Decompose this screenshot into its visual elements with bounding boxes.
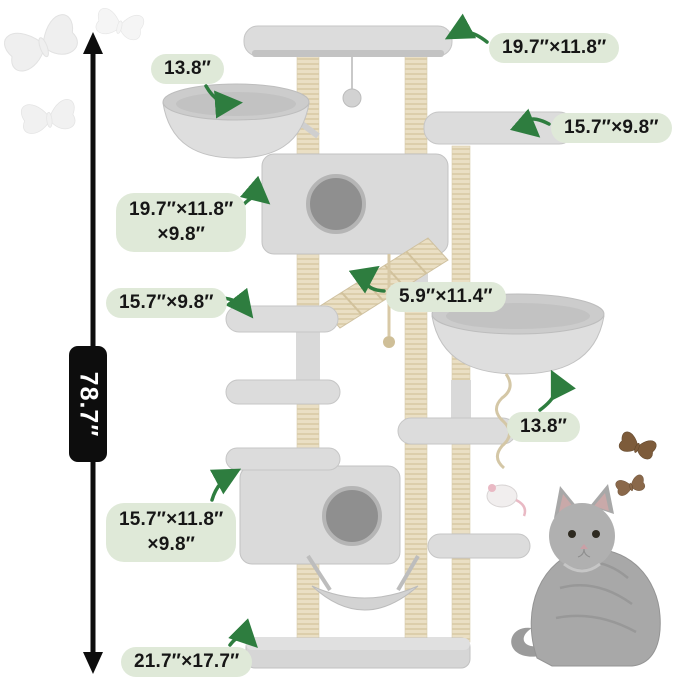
height-label: 78.7″: [69, 346, 107, 462]
dimension-label-upper-condo: 19.7″×11.8″ ×9.8″: [116, 193, 247, 253]
lower-condo: [225, 447, 401, 565]
dimension-label-lower-condo: 15.7″×11.8″ ×9.8″: [106, 503, 237, 563]
middle-platform: [225, 305, 339, 333]
dimension-label-top-platform: 19.7″×11.8″: [489, 33, 620, 63]
dimension-label-line: ×9.8″: [157, 223, 206, 245]
dimension-label-top-basket: 13.8″: [151, 54, 225, 84]
hammock: [306, 554, 420, 611]
dimension-label-line: ×9.8″: [147, 533, 196, 555]
cat-tree: [162, 25, 605, 669]
dimension-label-ramp: 5.9″×11.4″: [386, 282, 506, 312]
right-middle-platform: [397, 417, 517, 445]
butterfly-icon: [614, 429, 658, 497]
lower-right-platform: [427, 533, 531, 559]
dimension-label-lower-basket: 13.8″: [507, 412, 581, 442]
hanging-ball-toy: [342, 57, 362, 108]
right-basket: [431, 293, 605, 375]
dimension-label-base: 21.7″×17.7″: [121, 647, 253, 677]
dimension-label-line: 19.7″×11.8″: [129, 199, 234, 220]
cat-illustration: [511, 484, 661, 667]
dimension-label-line: 15.7″×11.8″: [119, 509, 224, 530]
dimension-label-middle-platform: 15.7″×9.8″: [106, 288, 227, 318]
top-platform: [243, 25, 453, 57]
mouse-toy: [486, 373, 527, 517]
butterfly-icon: [0, 5, 146, 135]
height-label-text: 78.7″: [74, 371, 103, 437]
dimension-label-upper-right-platform: 15.7″×9.8″: [551, 113, 672, 143]
lower-middle-platform: [225, 379, 341, 405]
top-basket: [162, 83, 320, 159]
base-board: [245, 637, 471, 669]
upper-condo: [261, 153, 449, 255]
